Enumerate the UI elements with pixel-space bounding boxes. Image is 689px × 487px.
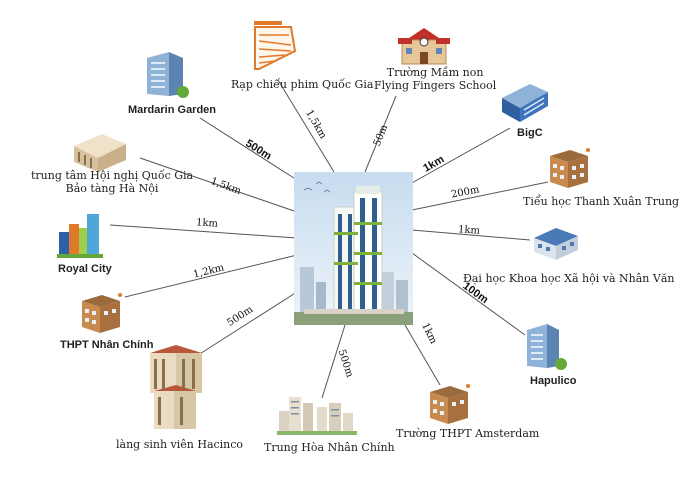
label-line: Bảo tàng Hà Nội: [65, 182, 159, 195]
distance-dai-hoc: 1km: [457, 224, 481, 237]
label-line: Trường Mầm non: [386, 66, 484, 79]
connector-hacinco: [194, 289, 301, 358]
connector-mardarin: [199, 117, 298, 181]
film-reel-icon: [251, 21, 297, 73]
connector-amsterdam: [404, 324, 441, 386]
label-mardarin: Mardarin Garden: [128, 104, 217, 116]
connector-mam-non: [364, 95, 397, 173]
connector-hapulico: [411, 252, 526, 336]
highschool-building-icon: [80, 291, 124, 335]
connector-rap-chieu-phim: [277, 79, 335, 173]
connector-trung-hoa: [321, 324, 346, 399]
school-building-icon: [398, 26, 450, 66]
city-towers-icon: [57, 210, 103, 258]
label-rap-chieu-phim: Rạp chiếu phim Quốc Gia: [231, 78, 374, 91]
tower-building-icon: [523, 322, 569, 372]
university-building-icon: [530, 224, 582, 262]
office-building-icon: [143, 50, 189, 100]
label-hapulico: Hapulico: [530, 375, 577, 387]
label-trung-hoa: Trung Hòa Nhân Chính: [264, 441, 395, 454]
connector-dai-hoc: [411, 229, 531, 241]
urban-area-icon: [277, 393, 357, 435]
tower-project-image: [294, 172, 413, 325]
convention-center-icon: [72, 132, 128, 174]
connector-royal-city: [109, 224, 298, 239]
apartment-building-icon: [548, 146, 592, 190]
dormitory-building-icon: [146, 343, 206, 431]
label-thpt-nhan-chinh: THPT Nhân Chính: [60, 339, 154, 351]
label-line: Flying Fingers School: [374, 79, 497, 92]
label-dai-hoc: Đại học Khoa học Xã hội và Nhân Văn: [463, 272, 675, 285]
connector-tieu-hoc: [411, 181, 549, 211]
connector-hoi-nghi: [139, 157, 298, 213]
connector-thpt-nhan-chinh: [124, 254, 298, 298]
supermarket-building-icon: [500, 80, 550, 124]
label-hacinco: làng sinh viên Hacinco: [116, 438, 244, 451]
label-amsterdam: Trường THPT Amsterdam: [396, 427, 540, 440]
connector-bigc: [409, 127, 511, 185]
label-tieu-hoc: Tiểu học Thanh Xuân Trung: [523, 195, 680, 208]
highschool-amsterdam-icon: [428, 382, 472, 426]
distance-royal-city: 1km: [195, 217, 219, 230]
label-bigc: BigC: [517, 127, 543, 139]
label-line: trung tâm Hội nghị Quốc Gia: [31, 169, 194, 182]
label-royal-city: Royal City: [58, 263, 112, 275]
